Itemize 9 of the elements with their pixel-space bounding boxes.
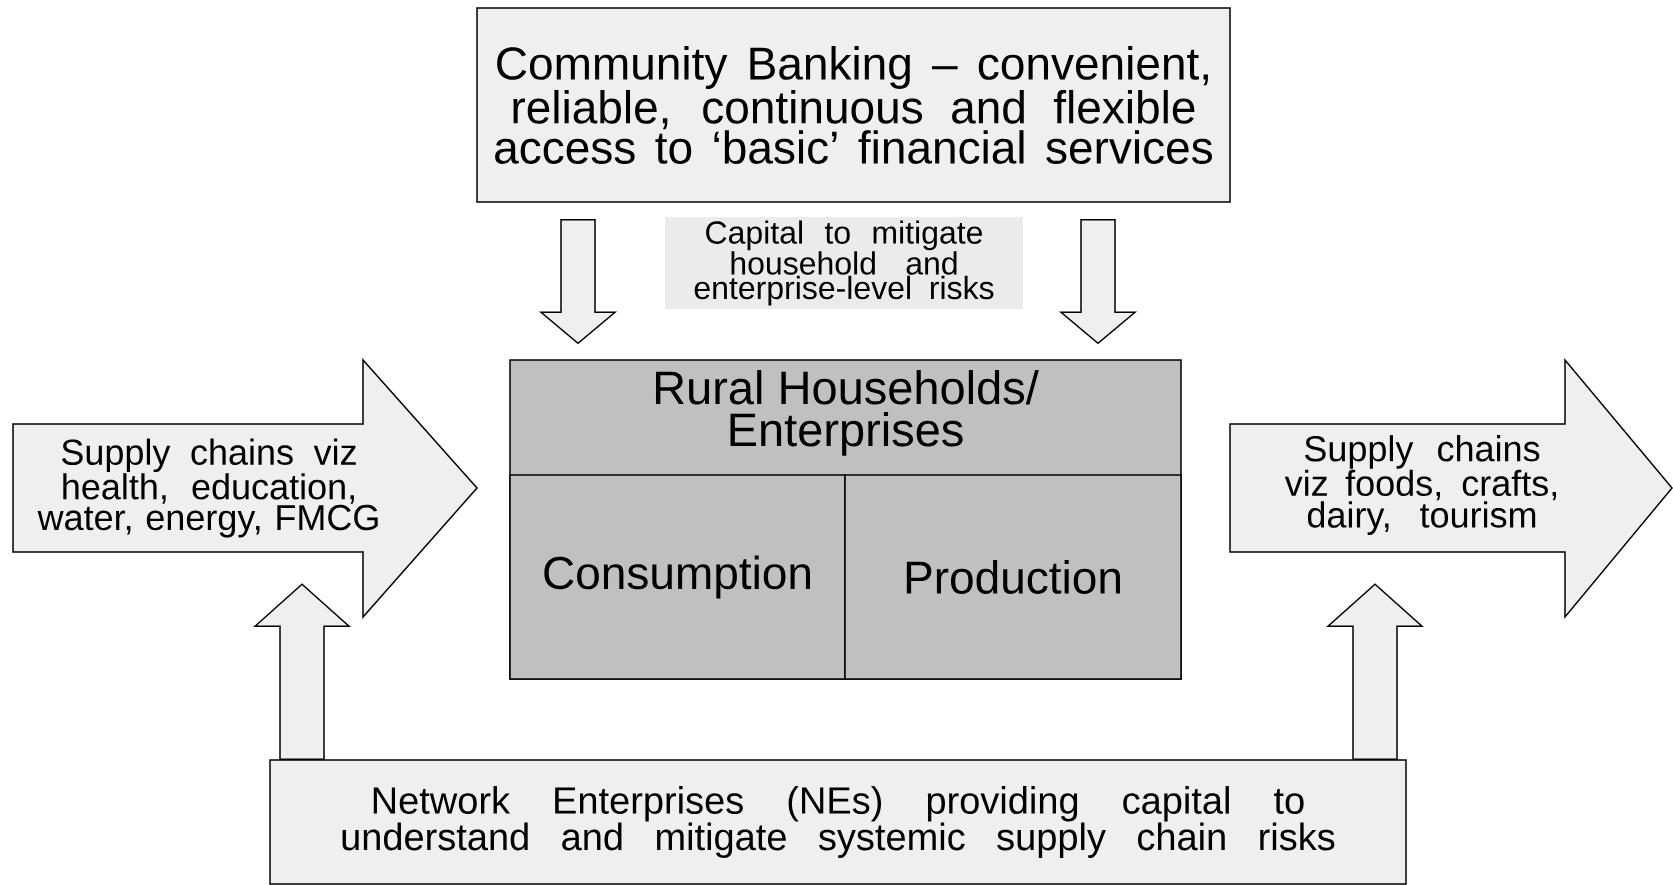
block-arrow [253,583,351,760]
block-arrow [538,219,618,345]
banking-box: Community Banking – convenient, reliable, continuous and flexible access to ‘basic’ financial services [476,7,1231,203]
network-box: Network Enterprises (NEs) providing capital to understand and mitigate systemic supply chain risks [269,759,1407,885]
production-cell: Production [844,474,1182,680]
consumption-cell: Consumption [509,474,846,680]
block-arrow [1326,583,1424,760]
block-arrow [1058,219,1138,345]
caption-box: Capital to mitigate household and enterprise-level risks [665,217,1023,309]
